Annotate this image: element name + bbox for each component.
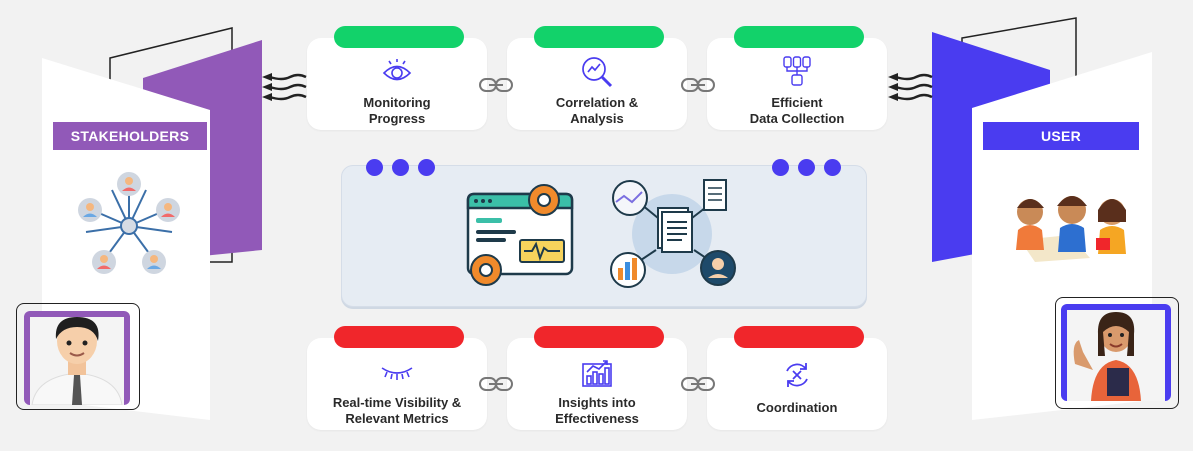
card-label-line2: Relevant Metrics xyxy=(345,411,449,426)
teacher-avatar-frame xyxy=(1055,297,1179,409)
center-panel xyxy=(341,165,867,307)
card-real-time-visibility: Real-time Visibility & Relevant Metrics xyxy=(307,326,487,430)
card-insights-effectiveness: Insights into Effectiveness xyxy=(507,326,687,430)
eye-icon xyxy=(382,59,412,81)
card-coordination: Coordination xyxy=(707,326,887,430)
browser-gears-icon xyxy=(466,184,574,286)
children-illustration-icon xyxy=(1016,196,1126,262)
bar-chart-icon xyxy=(582,360,612,387)
dot xyxy=(418,159,435,176)
stakeholders-label: STAKEHOLDERS xyxy=(53,122,207,150)
red-pill xyxy=(334,326,464,348)
dot xyxy=(772,159,789,176)
card-label-line2: Data Collection xyxy=(749,111,845,126)
card-correlation-analysis: Correlation & Analysis xyxy=(507,26,687,130)
card-label-line1: Monitoring xyxy=(363,95,431,110)
link-icon xyxy=(681,78,715,92)
card-monitoring-progress: Monitoring Progress xyxy=(307,26,487,130)
dot xyxy=(366,159,383,176)
card-label-line2: Analysis xyxy=(570,111,624,126)
user-label: USER xyxy=(983,122,1139,150)
eyelash-icon xyxy=(381,367,413,380)
teacher-avatar-icon xyxy=(1067,310,1165,401)
card-efficient-data-collection: Efficient Data Collection xyxy=(707,26,887,130)
businessman-avatar-box xyxy=(24,311,130,405)
green-pill xyxy=(534,26,664,48)
magnifier-chart-icon xyxy=(582,57,613,88)
card-label-line1: Real-time Visibility & xyxy=(332,395,462,410)
document-network-icon xyxy=(610,179,736,288)
teacher-avatar-box xyxy=(1061,304,1171,401)
right-arrows-icon xyxy=(888,73,933,101)
card-label-line2: Effectiveness xyxy=(555,411,639,426)
businessman-avatar-frame xyxy=(16,303,140,410)
card-label-line1: Coordination xyxy=(756,400,838,415)
card-label-line1: Correlation & xyxy=(555,95,639,110)
link-icon xyxy=(479,78,513,92)
red-pill xyxy=(734,326,864,348)
businessman-avatar-icon xyxy=(30,317,124,405)
red-pill xyxy=(534,326,664,348)
card-label-line1: Efficient xyxy=(771,95,823,110)
card-label-line2: Progress xyxy=(368,111,426,126)
dot xyxy=(798,159,815,176)
stakeholder-network-icon xyxy=(78,172,180,274)
database-icon xyxy=(783,56,811,86)
link-icon xyxy=(681,377,715,391)
link-icon xyxy=(479,377,513,391)
green-pill xyxy=(334,26,464,48)
left-arrows-icon xyxy=(262,73,307,101)
sync-x-icon xyxy=(786,363,808,387)
green-pill xyxy=(734,26,864,48)
card-label-line1: Insights into xyxy=(558,395,636,410)
dot xyxy=(824,159,841,176)
dot xyxy=(392,159,409,176)
